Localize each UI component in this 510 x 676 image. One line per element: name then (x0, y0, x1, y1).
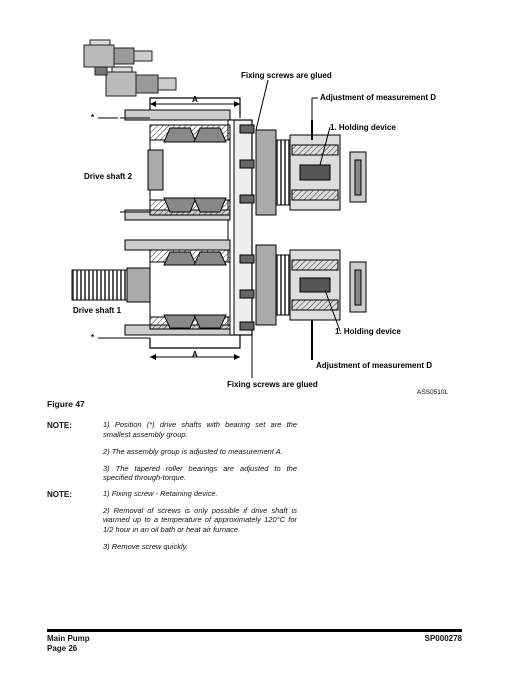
footer-doc-code: SP000278 (424, 634, 462, 643)
label-fixing-screws-top: Fixing screws are glued (241, 71, 332, 80)
footer-section-title: Main Pump (47, 634, 90, 643)
label-drive-shaft-1: Drive shaft 1 (73, 306, 122, 315)
notes-section: NOTE: 1) Position (*) drive shafts with … (47, 420, 297, 557)
figure-code: ASS0510L (417, 389, 449, 396)
footer-left: Main Pump Page 26 (47, 634, 90, 654)
label-dimension-a-top: A (192, 95, 198, 104)
pump-assembly-drawing (71, 39, 367, 378)
pump-assembly-figure: Fixing screws are glued Adjustment of me… (71, 39, 449, 396)
note-item: 2) Removal of screws is only possible if… (103, 505, 297, 534)
label-holding-device-top: 1. Holding device (330, 123, 396, 132)
holding-device-top (255, 129, 367, 216)
holding-device-bottom (255, 244, 367, 326)
drive-shaft-1-assembly (71, 239, 255, 339)
note-items: 1) Position (*) drive shafts with bearin… (103, 420, 297, 489)
shaft-illustration (83, 39, 177, 97)
label-dimension-a-bottom: A (192, 350, 198, 359)
label-fixing-screws-bottom: Fixing screws are glued (227, 380, 318, 389)
note-item: 2) The assembly group is adjusted to mea… (103, 446, 283, 456)
note-items: 1) Fixing screw - Retaining device. 2) R… (103, 489, 297, 558)
drive-shaft-2-assembly (98, 109, 255, 221)
note-label: NOTE: (47, 489, 72, 499)
note-item: 1) Position (*) drive shafts with bearin… (103, 420, 297, 439)
note-item: 3) The tapered roller bearings are adjus… (103, 463, 297, 483)
note-block: NOTE: 1) Fixing screw - Retaining device… (47, 489, 297, 558)
label-adjustment-bottom: Adjustment of measurement D (316, 361, 433, 370)
figure-caption: Figure 47 (47, 399, 85, 409)
leader-lines (251, 79, 341, 378)
label-adjustment-top: Adjustment of measurement D (320, 93, 437, 102)
label-star-top: * (91, 113, 95, 122)
note-item: 1) Fixing screw - Retaining device. (103, 488, 218, 498)
footer-page-number: Page 26 (47, 644, 78, 653)
label-holding-device-bottom: 1. Holding device (335, 327, 401, 336)
footer-rule (47, 629, 462, 632)
label-drive-shaft-2: Drive shaft 2 (84, 172, 133, 181)
housing (149, 97, 253, 349)
label-star-bottom: * (91, 333, 95, 342)
note-item: 3) Remove screw quickly. (103, 541, 188, 551)
dimension-a-top (150, 101, 240, 107)
note-label: NOTE: (47, 421, 72, 430)
note-block: NOTE: 1) Position (*) drive shafts with … (47, 420, 297, 489)
dimension-a-bottom (150, 354, 240, 360)
